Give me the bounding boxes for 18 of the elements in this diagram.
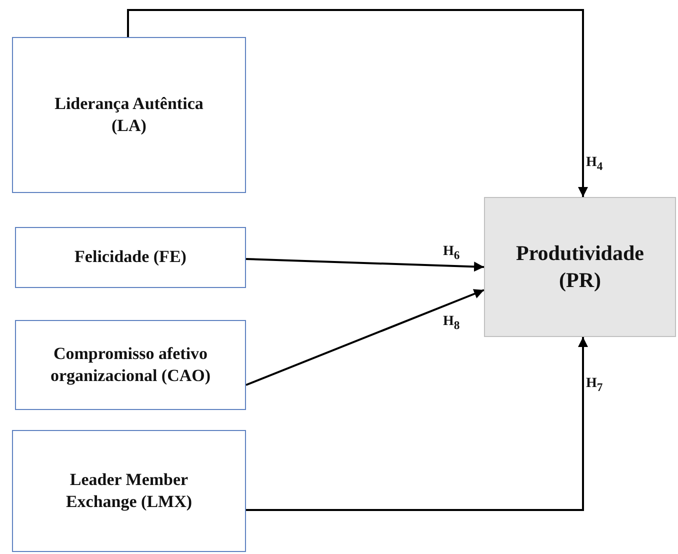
construct-box xyxy=(15,227,246,288)
arrow xyxy=(246,337,588,511)
edge-label: H$_{6}$ xyxy=(443,244,460,262)
construct-label: Compromisso afetivo organizacional (CAO) xyxy=(49,342,212,387)
edge-label: H$_{4}$ xyxy=(586,155,603,173)
construct-label: Leader Member Exchange (LMX) xyxy=(64,468,194,513)
construct-label: Liderança Autêntica (LA) xyxy=(54,92,204,137)
outcome-box xyxy=(484,197,676,337)
construct-box xyxy=(15,320,246,410)
construct-label: Felicidade (FE) xyxy=(74,246,186,268)
construct-box xyxy=(12,37,246,193)
arrow xyxy=(246,289,484,386)
construct-box xyxy=(12,430,246,552)
edge-label: H$_{8}$ xyxy=(443,314,460,332)
arrow xyxy=(127,9,588,197)
edge-label: H$_{7}$ xyxy=(586,376,603,394)
arrow xyxy=(246,258,484,272)
construct-label: Produtividade (PR) xyxy=(515,240,645,294)
